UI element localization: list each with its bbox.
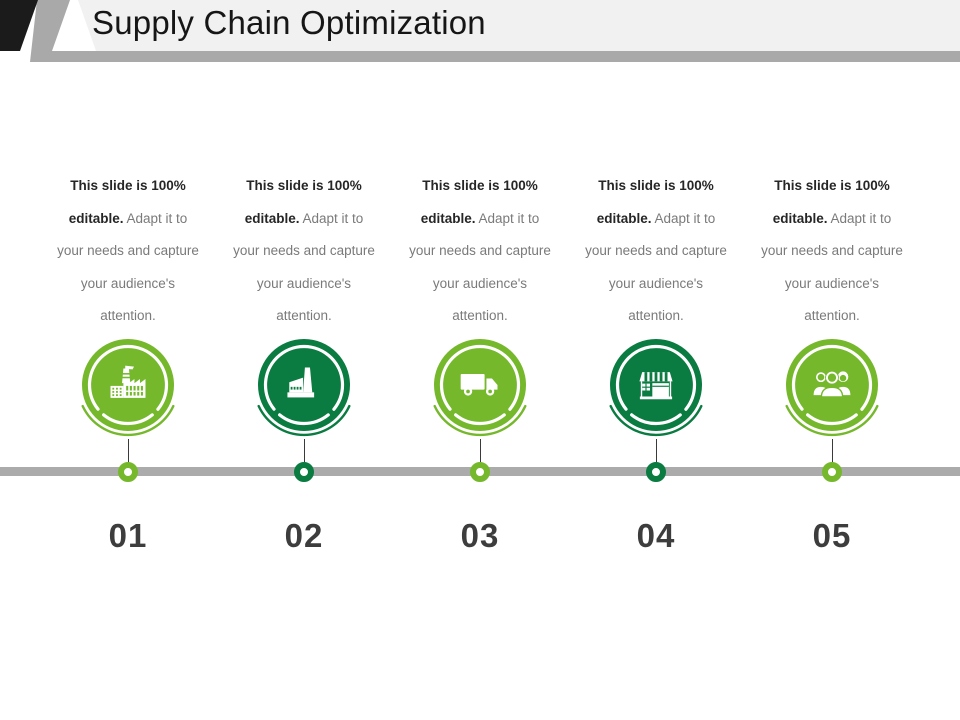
delivery-truck-icon (460, 373, 498, 396)
step-description: This slide is 100% editable. Adapt it to… (761, 178, 903, 323)
connector-line (303, 439, 305, 463)
header-banner (0, 0, 960, 62)
step-description: This slide is 100% editable. Adapt it to… (233, 178, 375, 323)
step-number: 04 (636, 517, 676, 554)
timeline-node (645, 461, 666, 482)
header-title-band (78, 0, 960, 51)
timeline-step-4: This slide is 100% editable. Adapt it to… (568, 0, 744, 720)
industrial-plant-icon (287, 367, 315, 398)
customers-team-icon (813, 370, 851, 398)
timeline-step-5: This slide is 100% editable. Adapt it to… (744, 0, 920, 720)
step-number: 03 (460, 517, 500, 554)
connector-line (831, 439, 833, 463)
connector-line (127, 439, 129, 463)
step-badge (428, 337, 532, 441)
step-number: 02 (284, 517, 324, 554)
step-badge (252, 337, 356, 441)
step-number: 05 (812, 517, 852, 554)
step-badge-graphic (609, 339, 703, 437)
page-title: Supply Chain Optimization (92, 4, 486, 41)
timeline-node (469, 461, 490, 482)
header-shadow-strip (30, 0, 960, 62)
step-description: This slide is 100% editable. Adapt it to… (57, 178, 199, 323)
timeline-step-2: This slide is 100% editable. Adapt it to… (216, 0, 392, 720)
step-number: 01 (108, 517, 148, 554)
timeline-node (821, 461, 842, 482)
step-badge-graphic (257, 339, 351, 437)
timeline-node (117, 461, 138, 482)
step-badge (604, 337, 708, 441)
step-description: This slide is 100% editable. Adapt it to… (585, 178, 727, 323)
step-badge-graphic (785, 339, 879, 437)
timeline-step-1: This slide is 100% editable. Adapt it to… (40, 0, 216, 720)
connector-line (655, 439, 657, 463)
storefront-icon (639, 372, 673, 400)
step-badge (780, 337, 884, 441)
step-badge (76, 337, 180, 441)
step-badge-graphic (433, 339, 527, 437)
connector-line (479, 439, 481, 463)
step-badge-graphic (81, 339, 175, 437)
timeline-node (293, 461, 314, 482)
header-gap-sliver (70, 0, 96, 51)
timeline-step-3: This slide is 100% editable. Adapt it to… (392, 0, 568, 720)
header-corner-shape (0, 0, 38, 51)
step-description: This slide is 100% editable. Adapt it to… (409, 178, 551, 323)
factory-icon (110, 365, 146, 398)
